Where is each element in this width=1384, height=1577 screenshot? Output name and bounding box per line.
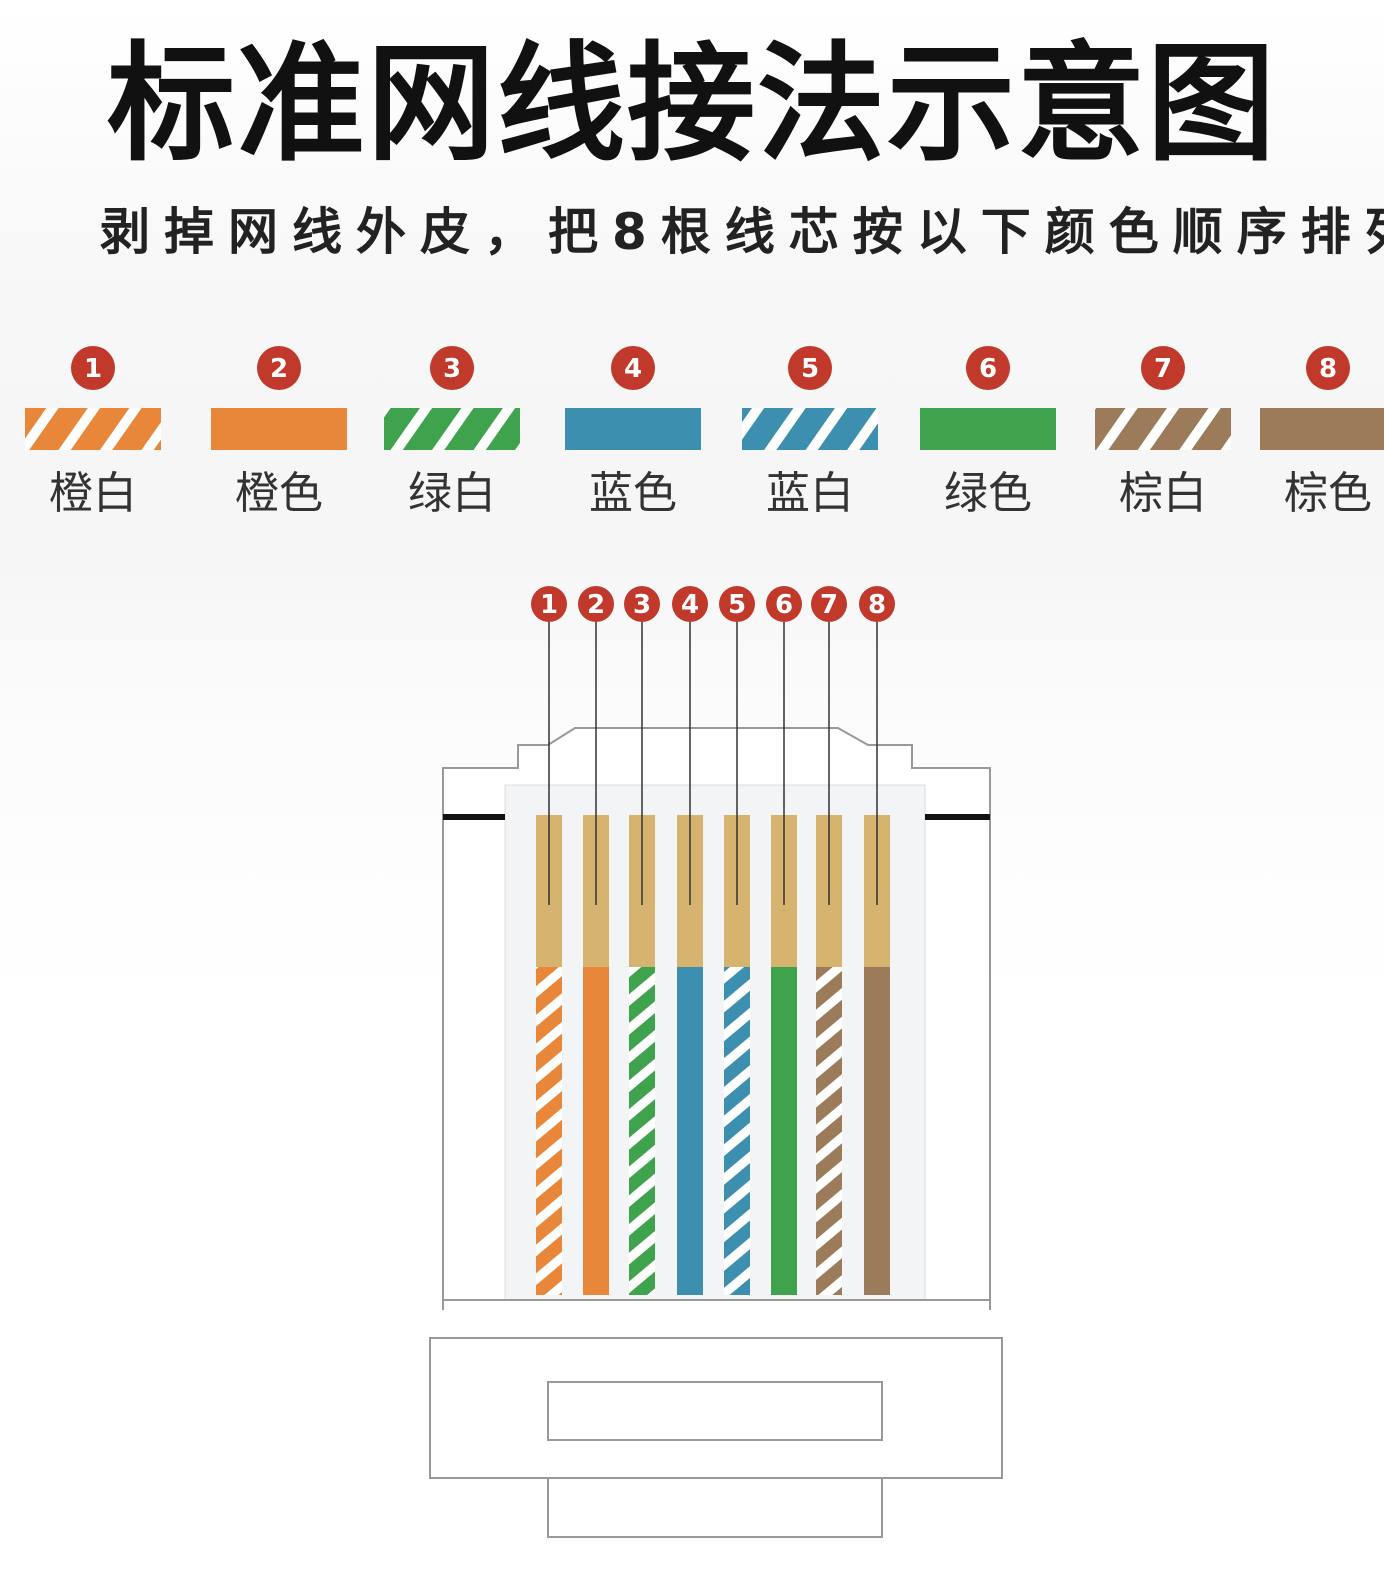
number-badge [430, 346, 474, 390]
color-label: 橙色 [235, 468, 323, 519]
legend-item-7: 7 棕白 [1095, 346, 1231, 519]
color-legend: 1 橙白 2 橙色 3 绿白 4 蓝色 5 蓝白 6 绿色 7 棕白 8 棕色 [25, 346, 1384, 519]
pin-number-badge [624, 586, 660, 622]
connector-wire-1: 1 [531, 586, 567, 1295]
color-label: 橙白 [49, 468, 137, 519]
legend-item-6: 6 绿色 [920, 346, 1056, 519]
number-badge-text: 5 [801, 354, 819, 384]
subtitle: 剥掉网线外皮，把8根线芯按以下颜色顺序排列 [100, 203, 1384, 261]
pin-number-badge [672, 586, 708, 622]
connector-wire-5: 5 [719, 586, 755, 1295]
legend-item-2: 2 橙色 [211, 346, 347, 519]
number-badge-text: 2 [270, 354, 288, 384]
legend-item-5: 5 蓝白 [742, 346, 878, 519]
wire-insulation [629, 965, 655, 1295]
legend-item-1: 1 橙白 [25, 346, 161, 519]
color-label: 棕色 [1284, 468, 1372, 519]
pin-number-text: 2 [587, 590, 605, 620]
pin-number-text: 8 [868, 590, 886, 620]
pin-number-badge [859, 586, 895, 622]
color-swatch [1260, 408, 1384, 450]
connector-slot [547, 1381, 883, 1441]
connector-edge-left [443, 814, 505, 820]
pin-number-text: 1 [540, 590, 558, 620]
color-swatch [920, 408, 1056, 450]
number-badge-text: 7 [1154, 354, 1172, 384]
pin-number-text: 3 [633, 590, 651, 620]
pin-number-text: 7 [820, 590, 838, 620]
wire-insulation [677, 965, 703, 1295]
color-swatch [742, 408, 878, 450]
connector-wire-2: 2 [578, 586, 614, 1295]
number-badge-text: 6 [979, 354, 997, 384]
pin-number-badge [531, 586, 567, 622]
number-badge [1306, 346, 1350, 390]
pin-number-badge [719, 586, 755, 622]
number-badge-text: 3 [443, 354, 461, 384]
pin-number-badge [766, 586, 802, 622]
wire-insulation [771, 965, 797, 1295]
legend-item-3: 3 绿白 [384, 346, 520, 519]
page-title: 标准网线接法示意图 [106, 30, 1277, 179]
connector-latch-tab [547, 1477, 883, 1538]
color-swatch [1095, 408, 1231, 450]
pin-number-badge [578, 586, 614, 622]
color-label: 绿白 [408, 468, 496, 519]
color-swatch [565, 408, 701, 450]
number-badge [611, 346, 655, 390]
color-swatch [25, 408, 161, 450]
connector-wire-7: 7 [811, 586, 847, 1295]
number-badge [1141, 346, 1185, 390]
color-label: 绿色 [944, 468, 1032, 519]
number-badge-text: 4 [624, 354, 642, 384]
wire-insulation [816, 965, 842, 1295]
wire-insulation [536, 965, 562, 1295]
connector-inner-body [504, 784, 926, 1301]
wire-insulation [724, 965, 750, 1295]
color-swatch [211, 408, 347, 450]
number-badge-text: 8 [1319, 354, 1337, 384]
legend-item-4: 4 蓝色 [565, 346, 701, 519]
connector-edge-right [925, 814, 990, 820]
color-label: 蓝白 [766, 468, 854, 519]
pin-number-text: 6 [775, 590, 793, 620]
number-badge-text: 1 [84, 354, 102, 384]
pin-number-text: 5 [728, 590, 746, 620]
color-swatch [384, 408, 520, 450]
number-badge [966, 346, 1010, 390]
connector-wire-6: 6 [766, 586, 802, 1295]
wire-insulation [583, 965, 609, 1295]
number-badge [71, 346, 115, 390]
number-badge [788, 346, 832, 390]
connector-wire-8: 8 [859, 586, 895, 1295]
wire-insulation [864, 965, 890, 1295]
connector-wire-4: 4 [672, 586, 708, 1295]
color-label: 棕白 [1119, 468, 1207, 519]
color-label: 蓝色 [589, 468, 677, 519]
pin-number-badge [811, 586, 847, 622]
number-badge [257, 346, 301, 390]
connector-wire-3: 3 [624, 586, 660, 1295]
legend-item-8: 8 棕色 [1260, 346, 1384, 519]
pin-number-text: 4 [681, 590, 699, 620]
